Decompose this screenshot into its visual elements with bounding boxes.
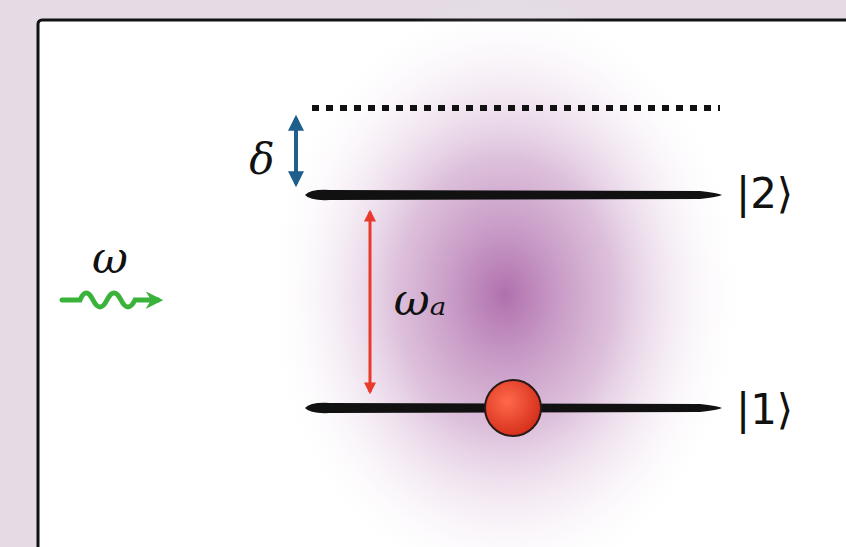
state-label: |2⟩ <box>736 173 793 215</box>
state-label: |1⟩ <box>736 389 793 431</box>
transition-arrow <box>369 212 372 392</box>
photon-wave <box>62 293 158 307</box>
atom-glow <box>265 0 745 547</box>
frequency-label: ωₐ <box>394 278 446 322</box>
virtual-level <box>312 105 720 111</box>
detuning-label: δ <box>249 139 274 181</box>
atom-population <box>485 380 541 436</box>
energy-level <box>305 190 722 200</box>
frequency-label: ω <box>92 236 128 280</box>
detuning-arrow <box>294 118 298 184</box>
